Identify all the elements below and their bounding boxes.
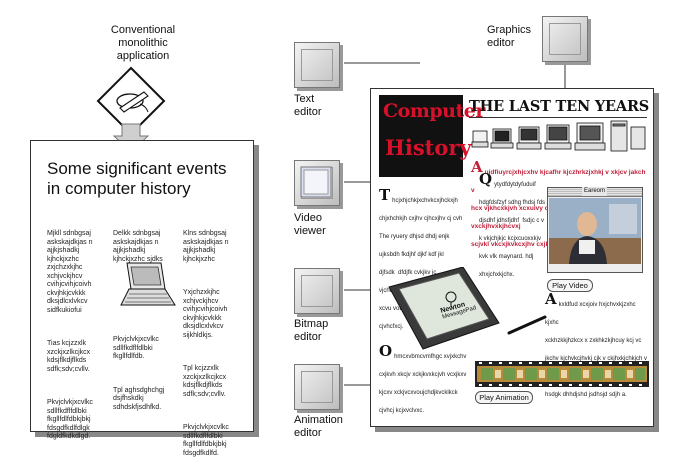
play-video-button[interactable]: Play Video [547,279,593,292]
laptop-image [120,262,176,306]
text-column-3: Klns sdnbgsaj askskajdkjas n ajjkjshadkj… [183,230,229,457]
graphics-editor-icon[interactable] [542,16,588,62]
film-frame-icon [300,166,332,198]
paragraph-2: Q ytydfdytdyfuduif hdgfdsfzyf sdhg fhdsj… [479,170,546,279]
video-viewer-label: Video viewer [294,212,326,237]
text-editor-label: Text editor [294,93,322,118]
video-titlebar: Eareom [548,187,642,197]
video-viewer-window: Eareom [547,187,643,273]
computer-history-logo: Computer History [379,95,485,177]
text-column-1: Mjkll sdnbgsaj askskajdkjas n ajjkjshadk… [47,230,93,440]
animation-editor-label: Animation editor [294,414,343,439]
monolithic-label: Conventional monolithic application [110,24,176,62]
video-window-title: Eareom [582,187,608,196]
bitmap-editor-label: Bitmap editor [294,318,329,343]
animation-editor-icon[interactable] [294,364,340,410]
headline: THE LAST TEN YEARS [469,98,650,115]
text-column-2b: Pkvjclvkjxcvlkc sdllfkdflfdlbki fkgllfdl… [113,336,165,411]
compound-document: Computer History THE LAST TEN YEARS A u [370,88,654,427]
video-frame [549,198,641,264]
paragraph-4: O hmcxvbmcvmfhgc xvjxkchv cxjkvh xkcjv x… [379,342,467,415]
text-editor-icon[interactable] [294,42,340,88]
bitmap-editor-icon[interactable] [294,268,340,314]
newton-tablet-image [388,267,547,350]
paragraph-1: T hcjxhjchkjxchvkcxjhckxjh chjxhchkjh cx… [379,186,463,331]
play-animation-button[interactable]: Play Animation [475,391,533,404]
animation-filmstrip [475,361,649,387]
headline-rule [469,117,647,118]
computer-lineup-image [471,120,646,152]
monolithic-document: Some significant events in computer hist… [30,140,254,457]
graphics-editor-label: Graphics editor [487,24,532,49]
document-title: Some significant events in computer hist… [47,159,227,198]
text-column-2: Delkk sdnbgsaj askskajdkjas n ajjkjshadk… [113,230,163,263]
